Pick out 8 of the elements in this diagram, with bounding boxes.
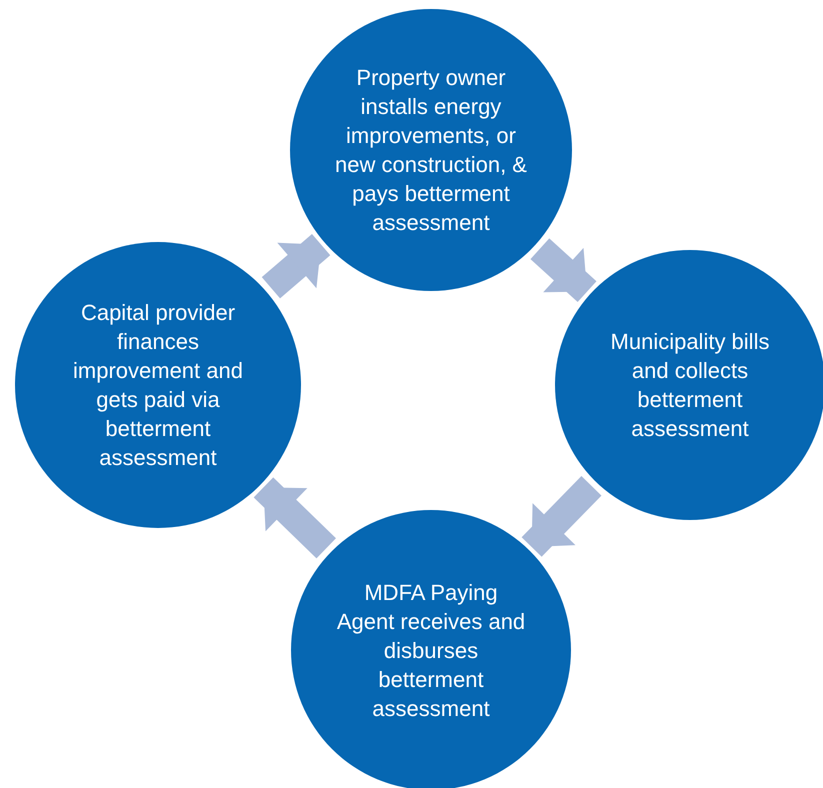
node-text: Municipality bills and collects betterment assessment	[610, 328, 770, 443]
node-text: MDFA Paying Agent receives and disburses betterment assessment	[336, 578, 526, 722]
block-arrow	[262, 234, 330, 298]
block-arrow	[530, 238, 596, 302]
block-arrow	[254, 477, 336, 558]
block-arrow	[522, 476, 602, 557]
node-text: Capital provider finances improvement and gets paid via betterment assessment	[72, 299, 244, 472]
node-text: Property owner installs energy improvements, or new construction, & pays betterment assessment	[334, 64, 528, 237]
